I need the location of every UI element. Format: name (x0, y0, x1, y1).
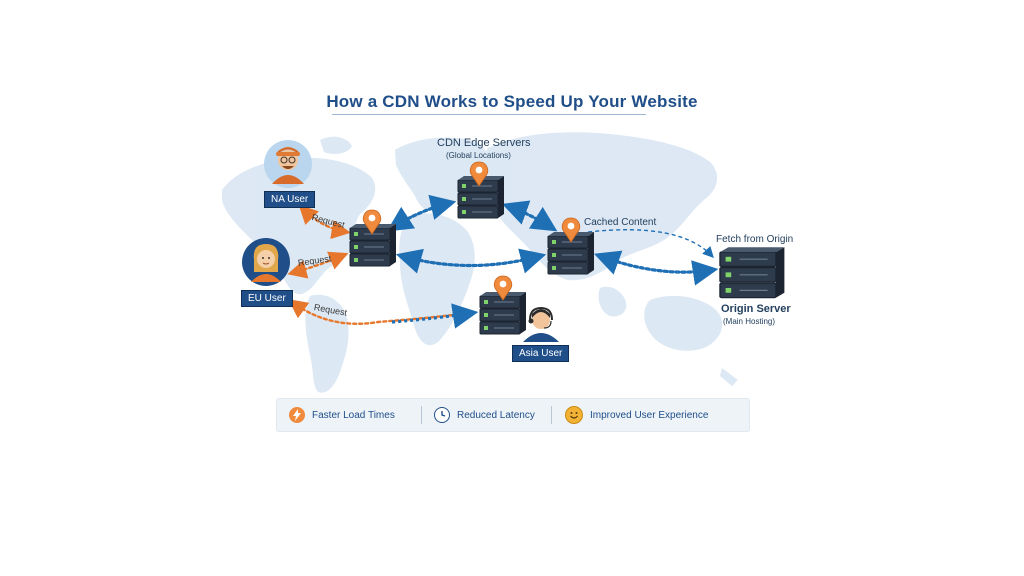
link-edge-na-to-edge-top (386, 194, 457, 232)
origin-server-sublabel: (Main Hosting) (723, 317, 776, 326)
cdn-links (386, 194, 719, 286)
request-asia-cdn-segment (391, 303, 479, 329)
clock-icon (434, 407, 450, 423)
request-na (298, 204, 351, 240)
benefit-divider (421, 406, 422, 424)
fetch-from-origin-label: Fetch from Origin (716, 234, 794, 245)
benefit-label: Improved User Experience (590, 409, 709, 421)
edge-servers-label: CDN Edge Servers (437, 137, 531, 149)
origin-server-label: Origin Server (721, 303, 791, 315)
smiley-icon (565, 406, 583, 424)
benefit-label: Faster Load Times (312, 409, 395, 421)
asia-user-tag: Asia User (512, 345, 570, 362)
page-title: How a CDN Works to Speed Up Your Website (326, 92, 698, 111)
benefit-faster-load: Faster Load Times (289, 399, 395, 431)
request-eu (287, 251, 349, 279)
origin-server (719, 246, 786, 299)
edge-servers-sublabel: (Global Locations) (446, 151, 511, 160)
request-links (287, 204, 472, 325)
na-user-avatar (264, 140, 312, 188)
fetch-from-origin-curve (587, 229, 714, 259)
request-asia (288, 299, 472, 325)
eu-user-tag: EU User (241, 290, 293, 307)
benefit-label: Reduced Latency (457, 409, 535, 421)
cached-content-label: Cached Content (584, 217, 657, 228)
na-user-tag: NA User (264, 191, 316, 208)
benefits-bar: Faster Load Times Reduced Latency Improv… (276, 398, 750, 432)
link-edge-mid-to-origin (593, 250, 719, 286)
asia-user-avatar (523, 306, 559, 342)
title-underline (332, 114, 646, 115)
link-edge-top-to-edge-mid (501, 200, 558, 232)
lightning-icon (289, 407, 305, 423)
link-edge-na-to-edge-mid (395, 248, 547, 274)
eu-user-avatar (242, 238, 290, 286)
benefit-reduced-latency: Reduced Latency (434, 399, 535, 431)
benefit-user-experience: Improved User Experience (565, 399, 708, 431)
benefit-divider (551, 406, 552, 424)
